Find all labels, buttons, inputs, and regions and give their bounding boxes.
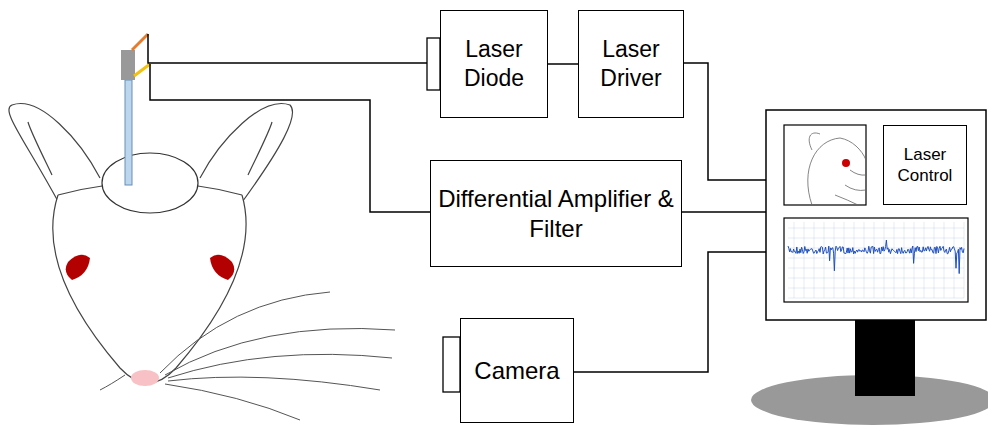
box-label: Laser Diode xyxy=(445,35,543,93)
neural-trace xyxy=(788,240,964,274)
camera-wire xyxy=(574,252,766,372)
optical-fiber xyxy=(125,80,132,185)
driver-wire xyxy=(684,63,766,180)
probe-ferrule xyxy=(121,50,135,80)
rat-nose xyxy=(131,370,159,386)
box-label: Differential Amplifier & Filter xyxy=(435,184,677,244)
rat-eye xyxy=(66,255,90,280)
whiskers xyxy=(100,292,395,420)
signal-panel xyxy=(784,218,968,302)
rat-eye xyxy=(210,255,234,280)
monitor-stand xyxy=(855,318,915,396)
device-box: Laser Driver xyxy=(578,10,684,118)
box-label: Camera xyxy=(474,356,559,386)
fiber-wire xyxy=(148,34,427,63)
box-label: Laser Driver xyxy=(583,35,679,93)
video-panel xyxy=(784,125,866,205)
device-box: Camera xyxy=(460,318,574,423)
monitor xyxy=(766,110,986,320)
diode-aperture xyxy=(427,38,440,90)
skull-window xyxy=(102,153,198,213)
signal-grid xyxy=(788,222,964,298)
electrode-lead xyxy=(134,64,150,76)
rat-face xyxy=(53,195,246,383)
rat-ear xyxy=(200,104,293,205)
rat-ear-inner xyxy=(248,122,272,175)
amplifier-wire xyxy=(682,211,766,213)
fiber-lead xyxy=(132,34,148,50)
rat-ear-inner xyxy=(28,122,52,175)
video-rat xyxy=(808,133,866,205)
device-box: Differential Amplifier & Filter xyxy=(430,160,682,267)
electrode-wire xyxy=(150,64,430,212)
box-label: Laser Control xyxy=(888,144,962,187)
control-panel: Laser Control xyxy=(883,125,967,205)
signal-wire xyxy=(548,63,578,65)
rat-ear xyxy=(9,104,100,205)
device-box: Laser Diode xyxy=(440,10,548,118)
laser-spot xyxy=(842,159,850,167)
camera-lens xyxy=(443,337,460,392)
